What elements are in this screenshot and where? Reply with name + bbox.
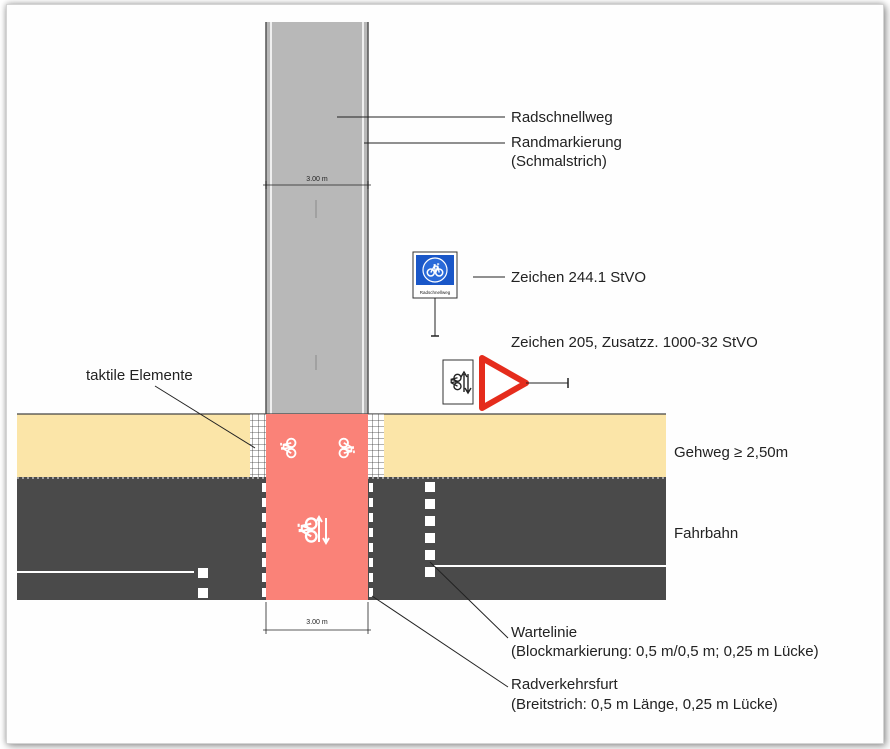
leader-taktile-elemente (154, 385, 256, 449)
radverkehrsfurt-surface (266, 414, 368, 600)
label-zeichen-205: Zeichen 205, Zusatzz. 1000-32 StVO (511, 334, 758, 351)
label-radverkehrsfurt-sub: (Breitstrich: 0,5 m Länge, 0,25 m Lücke) (511, 696, 778, 713)
furt-breitstrich (262, 483, 266, 492)
furt-breitstrich (369, 558, 373, 567)
furt-breitstrich (262, 588, 266, 597)
furt-breitstrich (369, 588, 373, 597)
label-radschnellweg: Radschnellweg (511, 109, 613, 126)
label-randmarkierung-sub: (Schmalstrich) (511, 153, 607, 170)
label-zeichen-244: Zeichen 244.1 StVO (511, 269, 646, 286)
furt-breitstrich (262, 573, 266, 582)
bike-path-sign-icon: Radschnellweg (412, 251, 458, 299)
wartelinie-block (425, 499, 435, 509)
arrow-icon (315, 515, 330, 545)
leader-wartelinie (429, 561, 509, 639)
radschnellweg-surface (266, 22, 368, 414)
zusatzzeichen-icon (442, 359, 474, 405)
lane-marking-block (198, 588, 208, 598)
dimension-bottom-label: 3.00 m (306, 619, 328, 626)
label-wartelinie-sub: (Blockmarkierung: 0,5 m/0,5 m; 0,25 m Lü… (511, 643, 819, 660)
furt-breitstrich (262, 543, 266, 552)
wartelinie-block (425, 567, 435, 577)
tactile-elements-right (368, 414, 384, 477)
furt-breitstrich (369, 483, 373, 492)
furt-breitstrich (262, 558, 266, 567)
furt-breitstrich (369, 513, 373, 522)
leader-radverkehrsfurt (371, 595, 509, 688)
furt-breitstrich (262, 513, 266, 522)
wartelinie-blocks (425, 482, 435, 577)
wartelinie-block (425, 482, 435, 492)
label-gehweg: Gehweg ≥ 2,50m (674, 444, 788, 461)
furt-breitstrich (369, 573, 373, 582)
gehweg-right (384, 414, 666, 477)
furt-breitstrich (369, 528, 373, 537)
dimension-top-label: 3.00 m (306, 176, 328, 183)
wartelinie-block (425, 516, 435, 526)
furt-breitstrich (369, 543, 373, 552)
wartelinie-block (425, 533, 435, 543)
furt-breitstrich (369, 498, 373, 507)
furt-breitstrich (262, 528, 266, 537)
wartelinie-block (425, 550, 435, 560)
label-fahrbahn: Fahrbahn (674, 525, 738, 542)
furt-breitstrich-markings (262, 483, 373, 597)
label-wartelinie: Wartelinie (511, 624, 577, 641)
gehweg-left (17, 414, 250, 477)
sign-plate-text: Radschnellweg (420, 290, 451, 295)
label-randmarkierung: Randmarkierung (511, 134, 622, 151)
label-radverkehrsfurt: Radverkehrsfurt (511, 676, 619, 693)
label-taktile-elemente: taktile Elemente (86, 367, 193, 384)
tactile-elements-left (250, 414, 266, 477)
furt-breitstrich (262, 498, 266, 507)
yield-sign-icon (479, 355, 529, 411)
lane-marking-block (198, 568, 208, 578)
